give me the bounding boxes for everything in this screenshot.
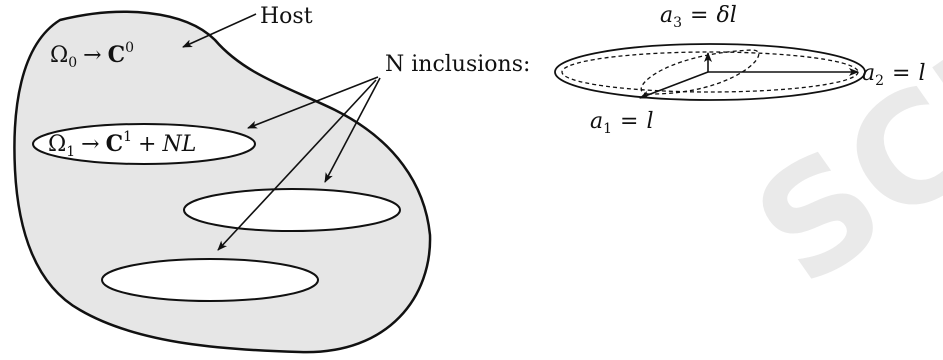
inclusion-arrow-1 [247,76,379,129]
inclusion-arrow-3 [217,79,377,251]
axis-a1-arrow [639,71,709,99]
inclusion-1 [32,123,256,165]
inclusion-arrow-2 [324,77,381,183]
axis-a3-label: a3=δl [660,3,737,31]
inclusion-3 [101,258,319,302]
host-arrow [182,13,257,48]
ellipsoid-sketch [554,43,866,101]
watermark: SCR [726,0,943,319]
host-equation: Ω0→C0 [50,40,134,71]
ellipsoid-outline [554,43,866,101]
watermark-text: SCR [726,0,943,319]
axis-a1-label: a1=l [590,109,654,137]
host-label: Host [260,4,313,29]
axis-a2-label: a2=l [862,61,926,89]
host-region [13,10,432,354]
inclusion-equation: Ω1→C1+NL [48,129,196,160]
inclusion-2 [183,188,401,232]
n-inclusions-label: N inclusions: [385,52,530,77]
ellipsoid-meridian [640,49,760,95]
